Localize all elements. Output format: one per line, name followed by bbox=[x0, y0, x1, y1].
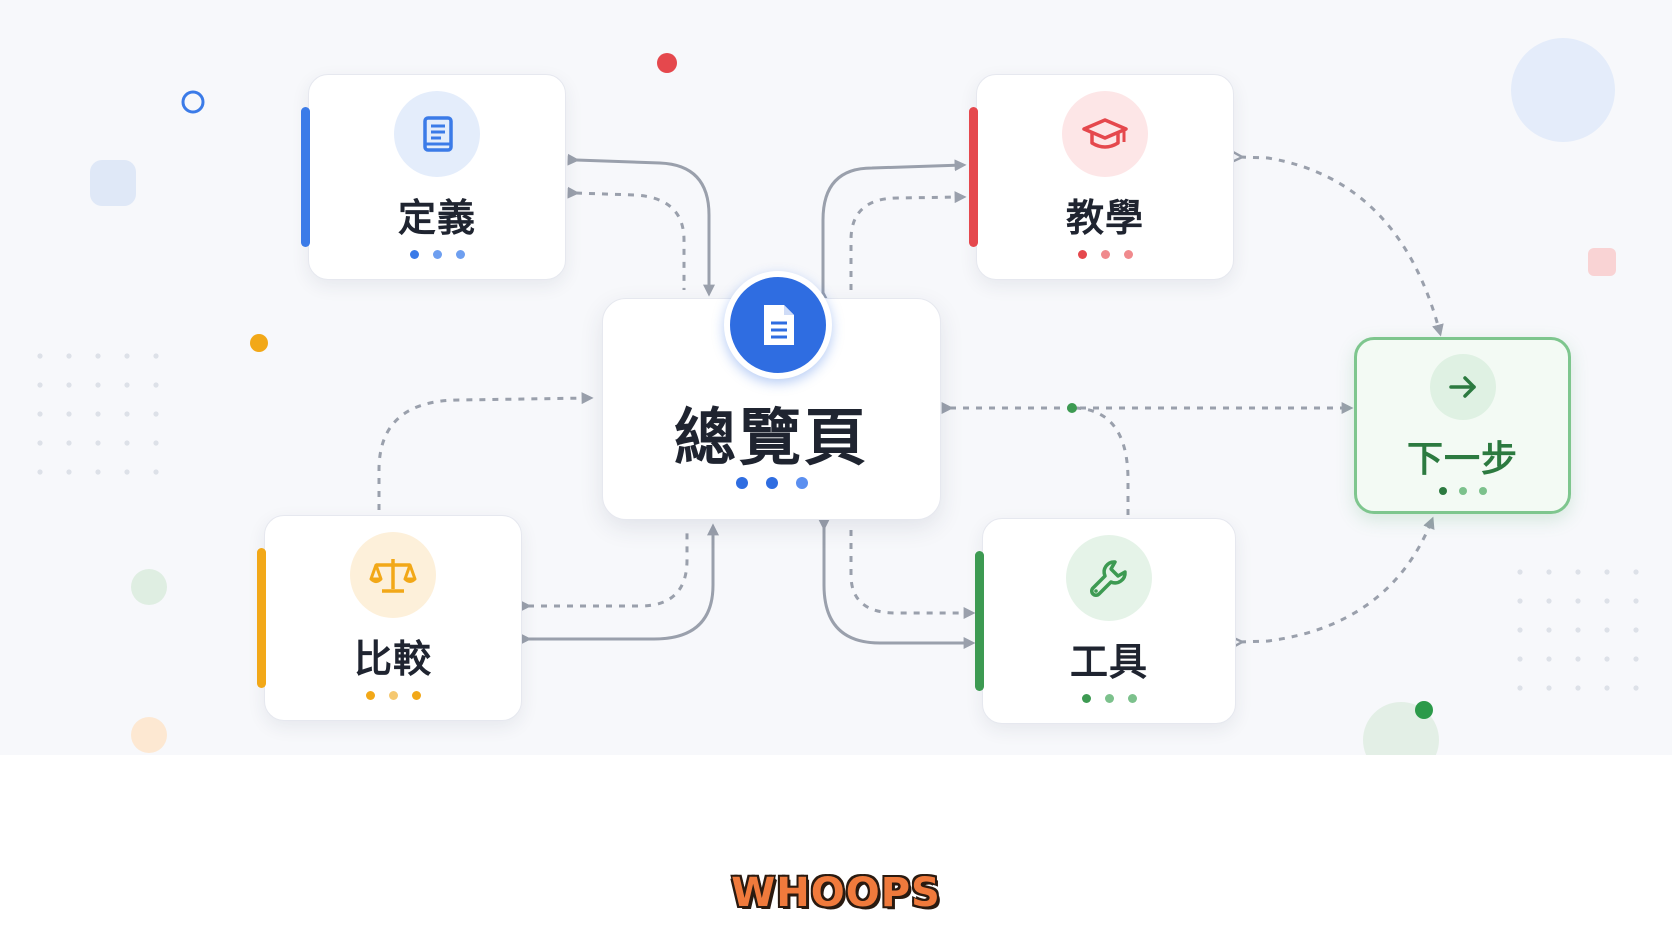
progress-dot bbox=[388, 691, 398, 700]
connector-comparison-dashed bbox=[519, 527, 689, 612]
node-dots bbox=[309, 250, 565, 259]
node-accent-bar bbox=[975, 551, 984, 691]
icon-badge bbox=[1062, 91, 1148, 177]
node-accent-bar bbox=[969, 107, 978, 247]
node-dots bbox=[983, 694, 1235, 703]
icon-badge bbox=[350, 532, 436, 618]
red-dot-decoration bbox=[657, 53, 677, 73]
node-label: 總覽頁 bbox=[673, 401, 869, 474]
node-label: 比較 bbox=[353, 637, 432, 681]
icon-badge bbox=[1066, 535, 1152, 621]
connector-comparison-solid bbox=[519, 523, 719, 645]
progress-dot bbox=[432, 250, 442, 259]
progress-dot bbox=[1458, 487, 1467, 495]
node-definition[interactable]: 定義 bbox=[301, 74, 566, 280]
node-label: 教學 bbox=[1065, 196, 1144, 240]
connector-definition-solid bbox=[567, 153, 715, 297]
connector-tools-up bbox=[1074, 406, 1130, 515]
node-label: 定義 bbox=[397, 196, 476, 240]
node-dots bbox=[265, 691, 521, 700]
connector-tools-solid bbox=[818, 518, 976, 649]
connector-junction-dot bbox=[1067, 403, 1077, 413]
progress-dot bbox=[795, 477, 808, 489]
progress-dot bbox=[765, 477, 778, 489]
progress-dot bbox=[1077, 250, 1087, 259]
pink-square-decoration bbox=[1588, 248, 1616, 276]
progress-dot bbox=[1438, 487, 1447, 495]
peach-circle-decoration bbox=[131, 717, 167, 753]
connector-teaching-solid bbox=[817, 159, 967, 302]
node-next-step[interactable]: 下一步 bbox=[1354, 337, 1571, 514]
dot-grid-right bbox=[1517, 569, 1639, 691]
progress-dot bbox=[1123, 250, 1133, 259]
blue-circle-decoration bbox=[1511, 38, 1615, 142]
progress-dot bbox=[735, 477, 748, 489]
graduation-cap-icon bbox=[1082, 118, 1128, 149]
icon-badge-center bbox=[723, 271, 832, 379]
progress-dot bbox=[1100, 250, 1110, 259]
progress-dot bbox=[1478, 487, 1487, 495]
background-decorations bbox=[37, 38, 1639, 755]
square-decoration bbox=[90, 160, 136, 206]
arrow-right-icon bbox=[1448, 376, 1476, 398]
node-comparison[interactable]: 比較 bbox=[257, 515, 522, 721]
icon-badge bbox=[394, 91, 480, 177]
book-icon bbox=[423, 116, 453, 152]
icon-badge bbox=[1429, 354, 1496, 420]
progress-dot bbox=[1127, 694, 1137, 703]
document-icon bbox=[763, 305, 794, 345]
progress-dot bbox=[365, 691, 375, 700]
watermark-text: WHOOPS bbox=[731, 870, 941, 916]
ring-decoration bbox=[181, 90, 205, 114]
connector-comparison-curve bbox=[377, 392, 594, 510]
progress-dot bbox=[411, 691, 421, 700]
progress-dot bbox=[1104, 694, 1114, 703]
node-teaching[interactable]: 教學 bbox=[969, 74, 1234, 280]
node-dots bbox=[603, 477, 940, 489]
node-accent-bar bbox=[301, 107, 310, 247]
dot-grid-left bbox=[37, 353, 159, 475]
wrench-icon bbox=[1090, 560, 1127, 597]
progress-dot bbox=[1081, 694, 1091, 703]
green-dot-decoration bbox=[1415, 701, 1433, 719]
node-tools[interactable]: 工具 bbox=[975, 518, 1236, 724]
connector-definition-dashed bbox=[567, 186, 686, 290]
connector-tools-next bbox=[1240, 520, 1432, 642]
node-label: 工具 bbox=[1069, 640, 1148, 684]
yellow-dot-decoration bbox=[250, 334, 268, 352]
progress-dot bbox=[409, 250, 419, 259]
connector-tools-dashed bbox=[849, 530, 976, 619]
node-dots bbox=[1357, 487, 1568, 495]
diagram-canvas: 定義 教學 比較 bbox=[37, 0, 1672, 755]
node-dots bbox=[977, 250, 1233, 259]
connector-layer bbox=[377, 0, 1672, 649]
connector-teaching-next bbox=[1240, 157, 1440, 333]
green-circle-decoration bbox=[131, 569, 167, 605]
node-label: 下一步 bbox=[1406, 439, 1518, 480]
progress-dot bbox=[455, 250, 465, 259]
node-accent-bar bbox=[257, 548, 266, 688]
scale-icon bbox=[369, 559, 417, 593]
connector-teaching-dashed bbox=[849, 191, 967, 290]
node-overview[interactable]: 總覽頁 bbox=[602, 271, 941, 520]
